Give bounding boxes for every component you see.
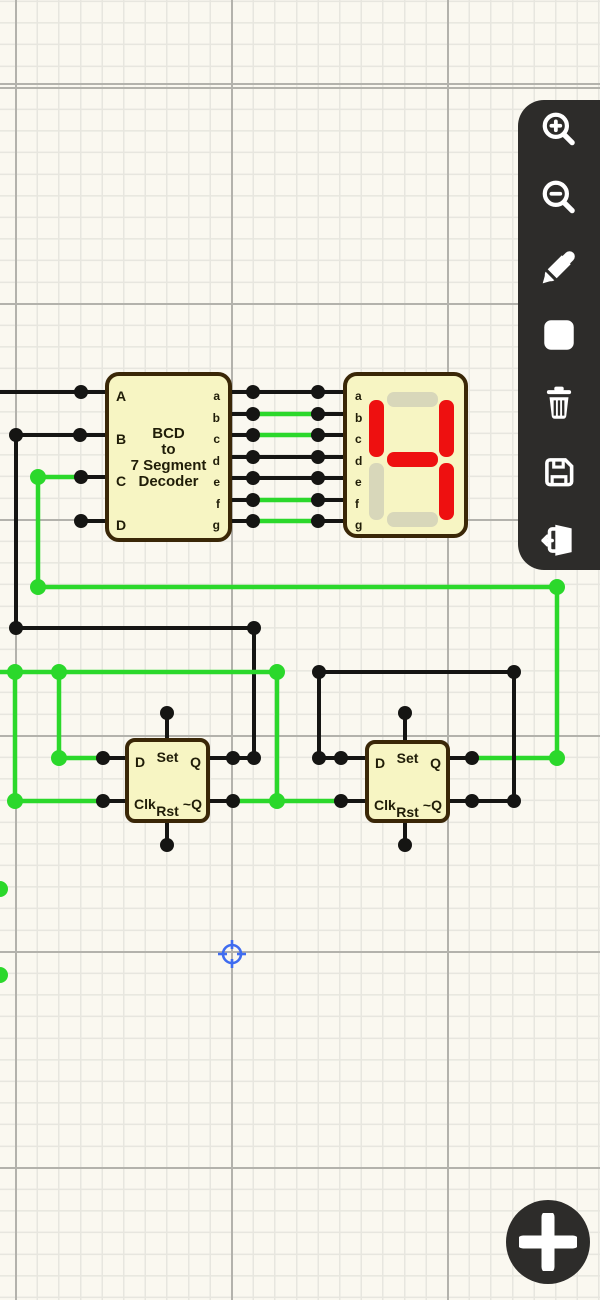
decoder-pin-c: c <box>213 432 220 446</box>
seven-segment-display[interactable]: a b c d e f g <box>343 372 468 538</box>
ff-left-pin-d: D <box>135 754 146 770</box>
ff-left-pin-q: Q <box>190 754 201 770</box>
segment-d-unlit <box>387 512 438 527</box>
zoom-in-button[interactable] <box>537 108 581 152</box>
display-pin-e: e <box>355 475 362 489</box>
stop-button[interactable] <box>537 313 581 357</box>
ff-left-pin-clk: Clk <box>134 796 156 812</box>
stop-square-icon <box>544 320 574 350</box>
segment-b-lit <box>439 400 454 457</box>
bcd-decoder-component[interactable]: A B C D a b c d e f g BCD to 7 Segment D… <box>105 372 232 542</box>
zoom-out-button[interactable] <box>537 176 581 220</box>
decoder-pin-f: f <box>216 497 220 511</box>
display-pin-g: g <box>355 518 363 532</box>
ff-right-pin-d: D <box>375 755 386 771</box>
ff-right-pin-clk: Clk <box>374 797 396 813</box>
decoder-pin-A: A <box>116 388 127 404</box>
decoder-title: BCD to 7 Segment Decoder <box>130 425 207 490</box>
exit-icon <box>541 524 572 556</box>
decoder-pin-a: a <box>213 389 220 403</box>
decoder-pin-D: D <box>116 517 127 533</box>
ff-right-pin-qn: ~Q <box>422 797 442 813</box>
ff-left-pin-rst: Rst <box>156 803 179 819</box>
add-component-button[interactable] <box>506 1200 590 1284</box>
segment-f-lit <box>369 400 384 457</box>
display-pin-a: a <box>355 389 362 403</box>
ff-right-pin-rst: Rst <box>396 804 419 820</box>
segment-c-lit <box>439 463 454 520</box>
ff-right-pin-q: Q <box>430 755 441 771</box>
segment-e-unlit <box>369 463 384 520</box>
zoom-out-icon <box>542 180 575 214</box>
flipflop-left-component[interactable]: D Set Q Clk Rst ~Q <box>125 738 210 823</box>
ff-left-pin-set: Set <box>156 749 179 765</box>
save-floppy-icon <box>545 457 574 487</box>
exit-button[interactable] <box>537 518 581 562</box>
decoder-pin-B: B <box>116 431 127 447</box>
trash-icon <box>546 386 572 420</box>
decoder-pin-e: e <box>213 475 220 489</box>
toolbar <box>518 100 600 570</box>
decoder-pin-d: d <box>212 454 220 468</box>
display-pin-f: f <box>355 497 359 511</box>
plus-icon <box>519 1213 577 1271</box>
display-pin-d: d <box>355 454 363 468</box>
flipflop-right-component[interactable]: D Set Q Clk Rst ~Q <box>365 740 450 823</box>
edit-button[interactable] <box>537 245 581 289</box>
decoder-pin-C: C <box>116 473 127 489</box>
segment-a-unlit <box>387 392 438 407</box>
pencil-icon <box>542 250 575 283</box>
display-pin-c: c <box>355 432 362 446</box>
save-button[interactable] <box>537 450 581 494</box>
zoom-in-icon <box>542 112 575 146</box>
ff-right-pin-set: Set <box>396 750 419 766</box>
crosshair-cursor <box>218 940 246 968</box>
delete-button[interactable] <box>537 381 581 425</box>
display-pin-b: b <box>355 411 363 425</box>
decoder-pin-b: b <box>212 411 220 425</box>
ff-left-pin-qn: ~Q <box>182 796 202 812</box>
segment-g-lit <box>387 452 438 467</box>
decoder-pin-g: g <box>212 518 220 532</box>
